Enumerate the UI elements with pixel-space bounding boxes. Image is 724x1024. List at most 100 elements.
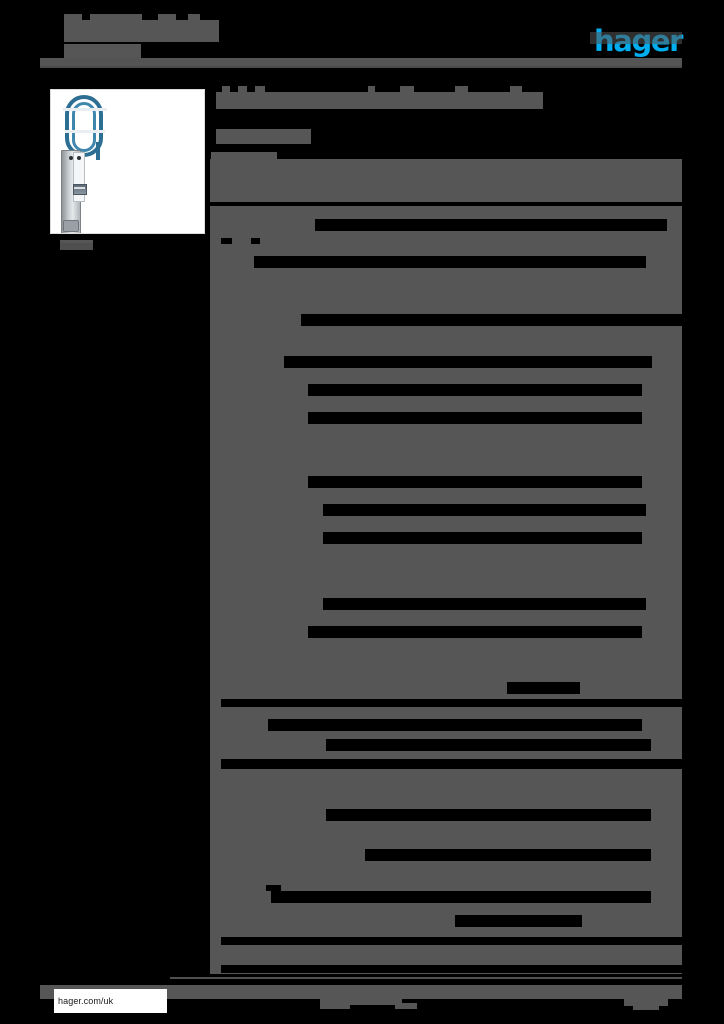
header-title-redacted [64,14,219,42]
spec-row [210,973,682,974]
page-title-redacted [216,92,543,109]
spec-row-label-stub [210,719,219,731]
spec-row-label-stub [210,891,219,903]
spec-row [210,638,682,682]
spec-row-label-stub [210,384,219,396]
footer-right-redacted-2 [624,996,668,1006]
spec-row [210,682,682,694]
spec-row-label-stub [210,206,268,216]
spec-row-value-gap [221,965,682,973]
spec-row [210,707,682,719]
spec-row-label-stub [210,598,219,610]
spec-row [210,751,682,759]
spec-row-value-gap [266,885,281,891]
spec-row-label-stub [210,314,219,326]
cable-tie-icon [63,108,107,111]
spec-row [210,610,682,626]
spec-row-value-gap [323,598,646,610]
spec-row [210,368,682,384]
hager-logo: hager [594,24,683,58]
spec-row-label-stub [210,739,219,751]
spec-row-label-stub [210,219,219,231]
spec-row-value-gap [365,849,651,861]
cable-tail-icon [96,142,100,160]
cable-tie-icon [65,130,105,133]
spec-row-label-stub [210,356,219,368]
footer-url-box[interactable]: hager.com/uk [54,989,167,1013]
footer-right-redacted-3 [633,1004,659,1010]
cable-loop-inner-icon [72,102,96,152]
spec-row-label-stub [210,532,219,544]
spec-row-value-gap [308,412,642,424]
spec-row [210,821,682,849]
breaker-terminal-foot [63,220,79,232]
spec-row-value-gap [284,356,652,368]
footer-rule [170,977,682,979]
spec-row-value-gap [308,476,642,488]
header-title-ascender-c [188,14,200,20]
breaker-toggle-stripe [74,187,85,189]
breaker-toggle-lever [73,184,87,195]
description-block-redacted [210,159,682,202]
page-title-ascender [222,86,230,92]
spec-row-value-gap [326,739,651,751]
spec-row [210,206,682,219]
spec-row-label-stub [210,504,219,516]
spec-row [210,268,682,314]
header-rule [40,66,682,68]
spec-row-value-gap [221,759,682,769]
spec-row [210,231,682,238]
spec-row-label-stub [210,244,219,256]
footer-center-redacted-3 [395,1003,417,1009]
spec-row [210,396,682,412]
spec-row-label-stub [210,809,219,821]
footer-band [40,985,682,999]
spec-row [210,516,682,532]
footer-url-text[interactable]: hager.com/uk [58,996,114,1006]
spec-row [210,544,682,598]
spec-row-label-stub [210,626,219,638]
spec-row [210,861,682,885]
spec-row [210,927,682,937]
spec-row-value-gap [323,504,646,516]
page-title-ascender [368,86,375,92]
spec-row-value-gap [221,937,682,945]
spec-row-value-gap [271,891,651,903]
spec-row-value-gap [507,682,580,694]
specification-table [210,206,682,974]
spec-row [210,915,682,927]
page-title-ascender [510,86,522,92]
spec-row-value-gap [308,384,642,396]
breaker-indicator-dots [69,156,82,160]
spec-row [210,488,682,504]
spec-row-value-gap [315,219,667,231]
spec-row [210,694,682,699]
spec-row-label-stub [210,476,219,488]
spec-row-value-gap [268,719,642,731]
header-title-ascender-a [104,14,142,20]
page-title-ascender [455,86,468,92]
spec-row [210,769,682,809]
spec-row [210,238,682,244]
spec-row [210,903,682,915]
spec-row-label-stub [210,915,219,927]
spec-row [210,945,682,965]
page-title-ascender [255,86,265,92]
spec-row-value-gap [301,314,682,326]
product-caption-redacted-2 [60,243,93,250]
header-title-ascender-b [158,14,176,20]
footer-center-redacted-2 [320,1003,350,1009]
spec-row [210,244,682,256]
spec-row-value-gap [455,915,582,927]
spec-row-value-gap [221,238,232,244]
spec-row-value-gap [254,256,646,268]
spec-row-value-gap [251,238,260,244]
spec-row-value-gap [326,809,651,821]
spec-row-value-gap [221,699,682,707]
spec-row-label-stub [210,682,219,694]
spec-row-label-stub [210,412,219,424]
section-label-redacted [211,152,277,159]
spec-row-label-stub [210,849,219,861]
spec-row [210,424,682,476]
